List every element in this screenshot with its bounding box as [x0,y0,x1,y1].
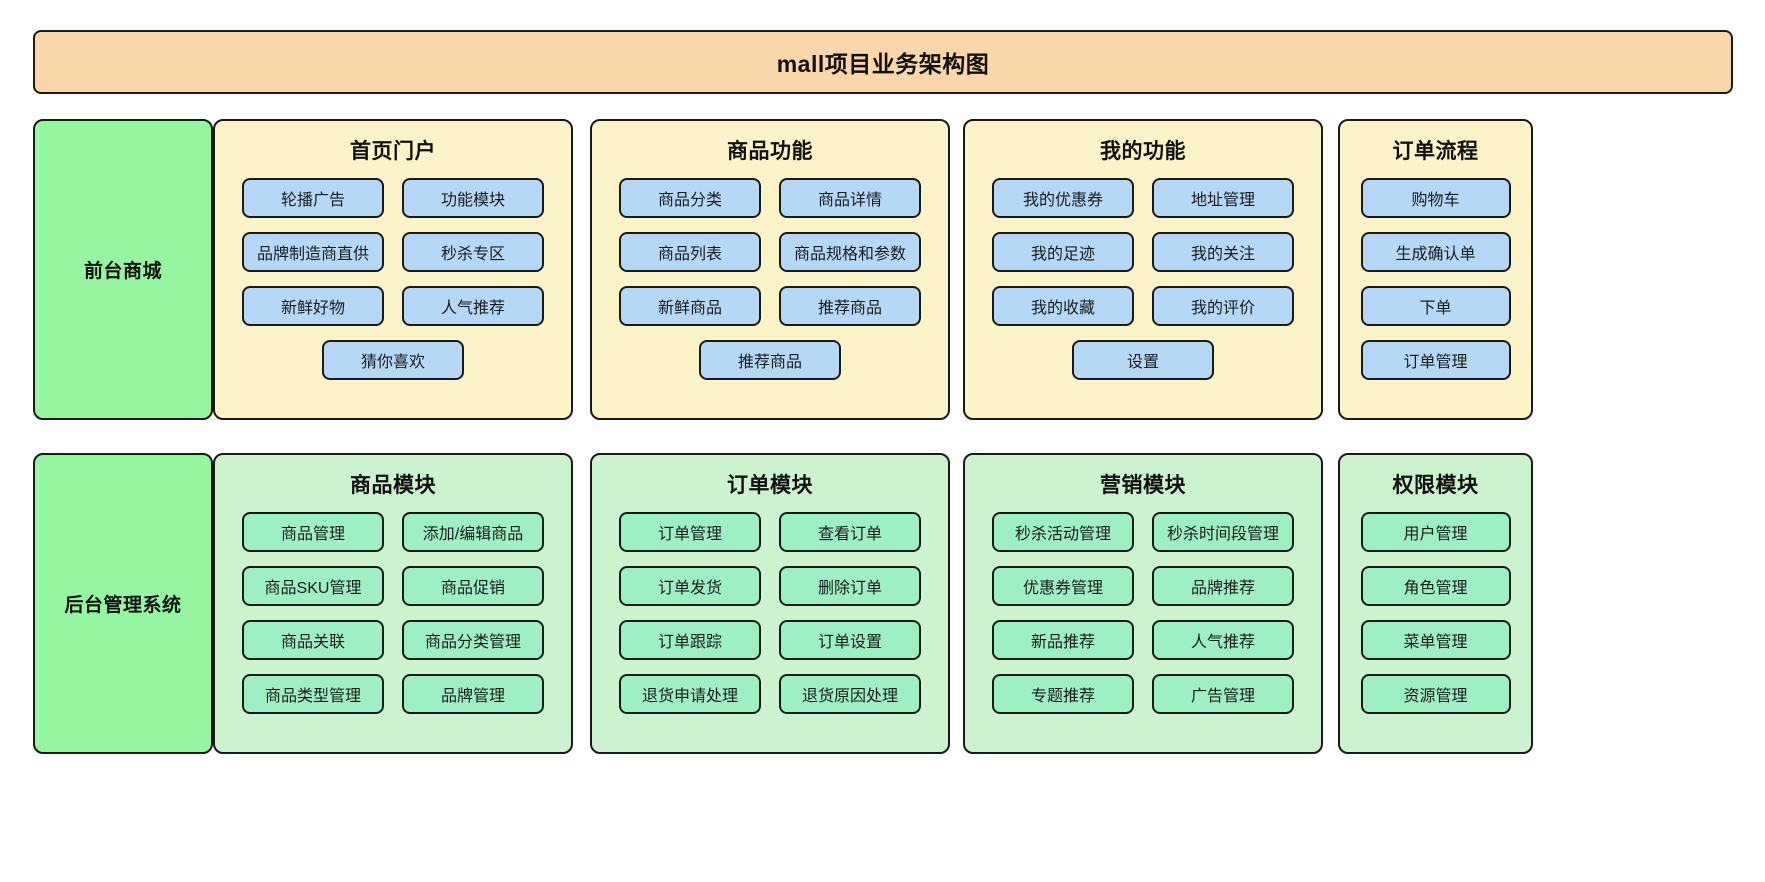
group-panel-auth-module: 权限模块 用户管理 角色管理 菜单管理 资源管理 [1338,453,1533,754]
chip-auth-module-0[interactable]: 用户管理 [1360,512,1511,552]
group-panel-goods-module: 商品模块 商品管理 添加/编辑商品 商品SKU管理 商品促销 商品关联 商品分类… [213,453,573,754]
chip-goods-module-5[interactable]: 商品分类管理 [402,620,544,660]
chip-order-flow-3[interactable]: 订单管理 [1360,340,1511,380]
chip-product-1[interactable]: 商品详情 [779,178,921,218]
chip-product-4[interactable]: 新鲜商品 [619,286,761,326]
chip-order-module-4[interactable]: 订单跟踪 [619,620,761,660]
chip-auth-module-1[interactable]: 角色管理 [1360,566,1511,606]
chip-order-module-2[interactable]: 订单发货 [619,566,761,606]
chip-marketing-module-7[interactable]: 广告管理 [1152,674,1294,714]
group-title-home: 首页门户 [350,140,436,163]
chip-product-0[interactable]: 商品分类 [619,178,761,218]
group-panel-product: 商品功能 商品分类 商品详情 商品列表 商品规格和参数 新鲜商品 推荐商品 推荐… [590,119,950,420]
group-items-marketing-module: 秒杀活动管理 秒杀时间段管理 优惠券管理 品牌推荐 新品推荐 人气推荐 专题推荐… [965,512,1321,742]
group-panel-order-module: 订单模块 订单管理 查看订单 订单发货 删除订单 订单跟踪 订单设置 退货申请处… [590,453,950,754]
chip-goods-module-0[interactable]: 商品管理 [242,512,384,552]
group-title-order-module: 订单模块 [727,474,813,497]
chip-order-module-5[interactable]: 订单设置 [779,620,921,660]
chip-auth-module-3[interactable]: 资源管理 [1360,674,1511,714]
chip-marketing-module-0[interactable]: 秒杀活动管理 [992,512,1134,552]
chip-home-4[interactable]: 新鲜好物 [242,286,384,326]
group-items-product: 商品分类 商品详情 商品列表 商品规格和参数 新鲜商品 推荐商品 推荐商品 [592,178,948,408]
chip-goods-module-1[interactable]: 添加/编辑商品 [402,512,544,552]
chip-product-2[interactable]: 商品列表 [619,232,761,272]
group-title-auth-module: 权限模块 [1392,474,1479,497]
chip-order-module-3[interactable]: 删除订单 [779,566,921,606]
group-title-mine: 我的功能 [1100,140,1186,163]
group-title-product: 商品功能 [727,140,813,163]
chip-mine-6[interactable]: 设置 [1072,340,1214,380]
chip-product-3[interactable]: 商品规格和参数 [779,232,921,272]
group-title-marketing-module: 营销模块 [1100,474,1186,497]
chip-home-6[interactable]: 猜你喜欢 [322,340,464,380]
chip-home-3[interactable]: 秒杀专区 [402,232,544,272]
page-title: mall项目业务架构图 [776,51,990,77]
chip-goods-module-6[interactable]: 商品类型管理 [242,674,384,714]
group-panel-home: 首页门户 轮播广告 功能模块 品牌制造商直供 秒杀专区 新鲜好物 人气推荐 猜你… [213,119,573,420]
chip-marketing-module-4[interactable]: 新品推荐 [992,620,1134,660]
layer-backend-text: 后台管理系统 [64,595,182,616]
group-panel-mine: 我的功能 我的优惠券 地址管理 我的足迹 我的关注 我的收藏 我的评价 设置 [963,119,1323,420]
chip-product-5[interactable]: 推荐商品 [779,286,921,326]
chip-mine-3[interactable]: 我的关注 [1152,232,1294,272]
group-items-auth-module: 用户管理 角色管理 菜单管理 资源管理 [1340,512,1531,742]
group-items-home: 轮播广告 功能模块 品牌制造商直供 秒杀专区 新鲜好物 人气推荐 猜你喜欢 [215,178,571,408]
chip-order-module-7[interactable]: 退货原因处理 [779,674,921,714]
group-panel-marketing-module: 营销模块 秒杀活动管理 秒杀时间段管理 优惠券管理 品牌推荐 新品推荐 人气推荐… [963,453,1323,754]
group-items-order-module: 订单管理 查看订单 订单发货 删除订单 订单跟踪 订单设置 退货申请处理 退货原… [592,512,948,742]
chip-home-5[interactable]: 人气推荐 [402,286,544,326]
chip-order-flow-0[interactable]: 购物车 [1360,178,1511,218]
chip-product-6[interactable]: 推荐商品 [699,340,841,380]
group-items-goods-module: 商品管理 添加/编辑商品 商品SKU管理 商品促销 商品关联 商品分类管理 商品… [215,512,571,742]
chip-marketing-module-6[interactable]: 专题推荐 [992,674,1134,714]
chip-order-flow-1[interactable]: 生成确认单 [1360,232,1511,272]
chip-goods-module-2[interactable]: 商品SKU管理 [242,566,384,606]
chip-goods-module-7[interactable]: 品牌管理 [402,674,544,714]
chip-mine-0[interactable]: 我的优惠券 [992,178,1134,218]
chip-mine-4[interactable]: 我的收藏 [992,286,1134,326]
chip-order-module-0[interactable]: 订单管理 [619,512,761,552]
chip-home-1[interactable]: 功能模块 [402,178,544,218]
chip-order-module-6[interactable]: 退货申请处理 [619,674,761,714]
chip-home-0[interactable]: 轮播广告 [242,178,384,218]
chip-order-module-1[interactable]: 查看订单 [779,512,921,552]
chip-goods-module-4[interactable]: 商品关联 [242,620,384,660]
chip-goods-module-3[interactable]: 商品促销 [402,566,544,606]
chip-mine-5[interactable]: 我的评价 [1152,286,1294,326]
layer-label-frontend: 前台商城 [33,119,213,420]
chip-home-2[interactable]: 品牌制造商直供 [242,232,384,272]
chip-marketing-module-2[interactable]: 优惠券管理 [992,566,1134,606]
chip-marketing-module-1[interactable]: 秒杀时间段管理 [1152,512,1294,552]
chip-mine-2[interactable]: 我的足迹 [992,232,1134,272]
group-items-mine: 我的优惠券 地址管理 我的足迹 我的关注 我的收藏 我的评价 设置 [965,178,1321,408]
layer-label-backend: 后台管理系统 [33,453,213,754]
chip-auth-module-2[interactable]: 菜单管理 [1360,620,1511,660]
group-title-order-flow: 订单流程 [1392,140,1479,163]
chip-marketing-module-5[interactable]: 人气推荐 [1152,620,1294,660]
chip-order-flow-2[interactable]: 下单 [1360,286,1511,326]
layer-frontend-text: 前台商城 [83,261,162,282]
group-panel-order-flow: 订单流程 购物车 生成确认单 下单 订单管理 [1338,119,1533,420]
chip-mine-1[interactable]: 地址管理 [1152,178,1294,218]
diagram-title-banner: mall项目业务架构图 [33,30,1733,94]
chip-marketing-module-3[interactable]: 品牌推荐 [1152,566,1294,606]
group-title-goods-module: 商品模块 [350,474,436,497]
group-items-order-flow: 购物车 生成确认单 下单 订单管理 [1340,178,1531,408]
